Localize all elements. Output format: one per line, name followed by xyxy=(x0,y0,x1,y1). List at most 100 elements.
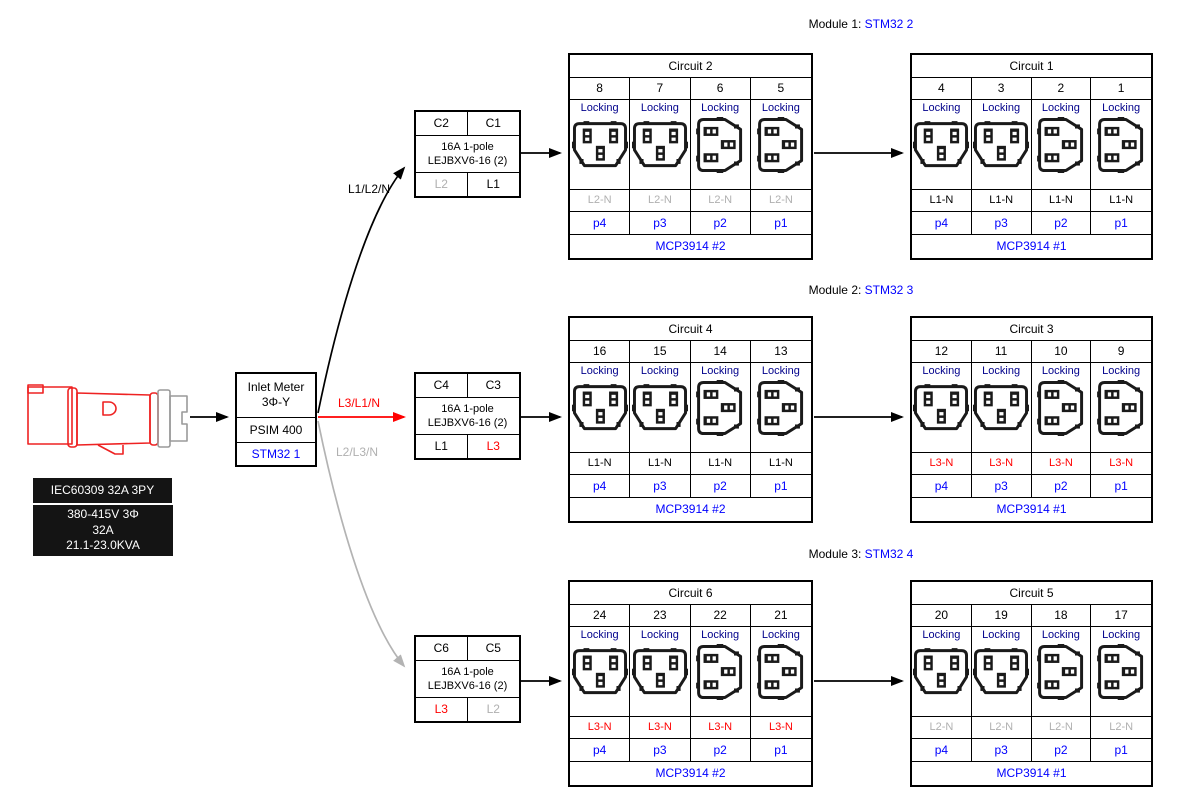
port-cell: p4 xyxy=(912,474,972,497)
locking-label: Locking xyxy=(640,365,679,377)
phase-cell: L1-N xyxy=(1091,189,1151,211)
c13-outlet-icon xyxy=(756,644,806,700)
inlet-meter-subtitle: 3Φ-Y xyxy=(261,395,291,409)
breaker-phase: L3 xyxy=(416,698,468,721)
circuit-box-6: Circuit 6 24 23 22 21 Locking Locking Lo… xyxy=(568,580,813,787)
breaker-rating: 16A 1-pole xyxy=(441,666,494,678)
port-cell: p1 xyxy=(1091,211,1151,234)
phase-cell: L1-N xyxy=(570,452,631,474)
locking-label: Locking xyxy=(701,365,740,377)
outlet-number: 16 xyxy=(570,340,631,362)
outlet-cell: Locking xyxy=(912,362,972,452)
c13-outlet-icon xyxy=(756,117,806,173)
phase-cell: L2-N xyxy=(912,716,972,738)
breaker-box-3: C6 C5 16A 1-pole LEJBXV6-16 (2) L3 L2 xyxy=(414,635,521,723)
breaker-output: C5 xyxy=(485,641,501,655)
outlet-cell: Locking xyxy=(1091,626,1151,716)
circuit-box-2: Circuit 2 8 7 6 5 Locking Locking Lockin… xyxy=(568,53,813,260)
outlet-number: 12 xyxy=(912,340,972,362)
circuit-title: Circuit 1 xyxy=(1009,59,1054,73)
phase-cell: L3-N xyxy=(1091,452,1151,474)
port-cell: p1 xyxy=(1091,474,1151,497)
c13-outlet-icon xyxy=(632,120,688,170)
inlet-meter-controller: STM32 1 xyxy=(237,442,315,465)
locking-label: Locking xyxy=(761,102,800,114)
c13-outlet-icon xyxy=(913,120,969,170)
outlet-number: 17 xyxy=(1091,604,1151,626)
wire-inlet-to-breaker1 xyxy=(317,166,406,414)
connector-rating-line: 32A xyxy=(92,522,114,537)
locking-label: Locking xyxy=(982,629,1021,641)
breaker-phase: L1 xyxy=(416,435,468,458)
port-cell: p4 xyxy=(912,211,972,234)
wire-label: L2/L3/N xyxy=(336,445,379,459)
port-cell: p3 xyxy=(630,738,691,761)
locking-label: Locking xyxy=(1041,102,1080,114)
locking-label: Locking xyxy=(640,629,679,641)
outlet-cell: Locking xyxy=(690,626,751,716)
module-header-2: Module 2: STM32 3 xyxy=(568,283,1154,297)
port-cell: p2 xyxy=(690,474,751,497)
circuit-title: Circuit 4 xyxy=(668,322,713,336)
locking-label: Locking xyxy=(580,629,619,641)
outlet-number: 2 xyxy=(1031,77,1092,99)
c13-outlet-icon xyxy=(973,647,1029,697)
port-cell: p1 xyxy=(750,211,811,234)
c13-outlet-icon xyxy=(1036,117,1086,173)
phase-cell: L1-N xyxy=(630,452,691,474)
locking-label: Locking xyxy=(922,102,961,114)
locking-label: Locking xyxy=(922,365,961,377)
c13-outlet-icon xyxy=(1036,380,1086,436)
locking-label: Locking xyxy=(982,365,1021,377)
outlet-cell: Locking xyxy=(972,626,1032,716)
outlet-cell: Locking xyxy=(630,99,691,189)
locking-label: Locking xyxy=(922,629,961,641)
outlet-number: 13 xyxy=(750,340,811,362)
breaker-phase: L2 xyxy=(486,702,500,716)
circuit-box-3: Circuit 3 12 11 10 9 Locking Locking Loc… xyxy=(910,316,1153,523)
circuit-box-5: Circuit 5 20 19 18 17 Locking Locking Lo… xyxy=(910,580,1153,787)
breaker-output: C2 xyxy=(416,112,468,135)
locking-label: Locking xyxy=(701,629,740,641)
inlet-meter-title: Inlet Meter 3Φ-Y xyxy=(237,374,315,417)
breaker-output: C3 xyxy=(485,378,501,392)
phase-cell: L3-N xyxy=(570,716,631,738)
breaker-phase: L2 xyxy=(416,173,468,196)
connector-rating-line: 380-415V 3Φ xyxy=(67,507,139,521)
c13-outlet-icon xyxy=(913,647,969,697)
outlet-number: 19 xyxy=(971,604,1032,626)
adc-label: MCP3914 #1 xyxy=(912,497,1151,521)
outlet-number: 11 xyxy=(971,340,1032,362)
breaker-output: C1 xyxy=(485,116,501,130)
circuit-box-4: Circuit 4 16 15 14 13 Locking Locking Lo… xyxy=(568,316,813,523)
phase-cell: L2-N xyxy=(750,189,811,211)
module-label: Module 2: xyxy=(808,283,862,297)
outlet-cell: Locking xyxy=(570,99,631,189)
adc-label: MCP3914 #2 xyxy=(570,497,811,521)
locking-label: Locking xyxy=(761,365,800,377)
c13-outlet-icon xyxy=(572,647,628,697)
iec60309-connector-drawing xyxy=(27,384,188,455)
outlet-number: 1 xyxy=(1091,77,1151,99)
port-cell: p3 xyxy=(630,474,691,497)
port-cell: p3 xyxy=(630,211,691,234)
phase-cell: L2-N xyxy=(630,189,691,211)
outlet-number: 15 xyxy=(630,340,691,362)
outlet-cell: Locking xyxy=(570,362,631,452)
phase-cell: L3-N xyxy=(690,716,751,738)
port-cell: p4 xyxy=(912,738,972,761)
locking-label: Locking xyxy=(1102,629,1141,641)
outlet-cell: Locking xyxy=(1091,362,1151,452)
outlet-cell: Locking xyxy=(630,626,691,716)
phase-cell: L3-N xyxy=(1031,452,1092,474)
port-cell: p4 xyxy=(570,211,631,234)
adc-label: MCP3914 #1 xyxy=(912,761,1151,785)
outlet-cell: Locking xyxy=(1031,626,1092,716)
circuit-box-1: Circuit 1 4 3 2 1 Locking Locking Lockin… xyxy=(910,53,1153,260)
locking-label: Locking xyxy=(1041,629,1080,641)
locking-label: Locking xyxy=(1102,102,1141,114)
outlet-number: 22 xyxy=(690,604,751,626)
inlet-meter-title-line: Inlet Meter xyxy=(247,380,305,394)
module-header-1: Module 1: STM32 2 xyxy=(568,17,1154,31)
circuit-title: Circuit 6 xyxy=(668,586,713,600)
